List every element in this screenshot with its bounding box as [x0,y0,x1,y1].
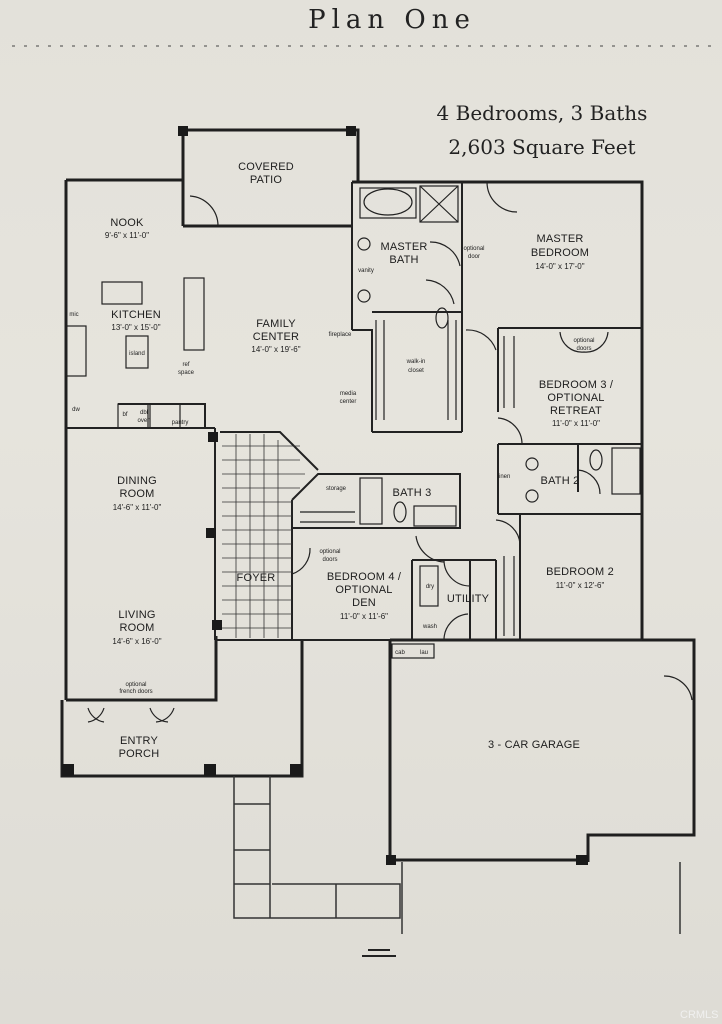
ref-space-note: ref [182,362,189,368]
fixtures [65,185,641,659]
walk-in-closet-label-2: closet [408,368,424,374]
covered-patio-label-2: PATIO [250,174,283,186]
bedroom3-label: BEDROOM 3 / [539,379,614,391]
plan-title: Plan One [308,5,476,35]
linen-label: linen [498,474,511,480]
optional-door-note-2: door [468,254,480,260]
living-room-label: LIVING [118,609,155,621]
entry-porch-label-2: PORCH [119,748,160,760]
watermark: CRMLS [680,1009,719,1021]
entry-porch-label: ENTRY [120,735,159,747]
storage-label: storage [326,486,347,492]
dryer-note: dry [426,584,434,590]
island-note: island [129,351,145,357]
bedroom4-label-3: DEN [352,597,376,609]
foyer-tile-grid [222,434,305,638]
walk-in-closet-label: walk-in [406,359,426,365]
french-doors-note-2: french doors [119,689,152,695]
ref-space-note-2: space [178,370,195,376]
bedroom2-dim: 11'-0" x 12'-6" [556,581,605,590]
bd3-optional-doors-note: optional [573,338,594,344]
master-bedroom-label-2: BEDROOM [531,247,589,259]
posts [62,126,588,865]
foyer-label: FOYER [237,572,276,584]
cabinet-note: cab [395,650,405,656]
bath2-label: BATH 2 [541,475,580,487]
bath3-label: BATH 3 [393,487,432,499]
bd4-optional-doors-note-2: doors [322,557,337,563]
nook-label: NOOK [110,217,144,229]
bd3-optional-doors-note-2: doors [576,346,591,352]
plan-square-feet: 2,603 Square Feet [448,135,635,159]
vanity-note: vanity [358,268,374,274]
media-center-note-2: center [340,399,357,405]
master-bath-label: MASTER [380,241,427,253]
laundry-sink-note: lau [420,650,428,656]
master-bedroom-dim: 14'-0" x 17'-0" [535,262,584,271]
fireplace-note: fireplace [329,332,352,338]
bedroom4-label: BEDROOM 4 / [327,571,402,583]
north-arrow [362,949,396,957]
nook-dim: 9'-6" x 11'-0" [105,231,149,240]
bedroom3-label-3: RETREAT [550,405,602,417]
family-center-dim: 14'-0" x 19'-6" [251,345,300,354]
media-center-note: media [340,391,357,397]
washer-note: wash [422,624,437,630]
bedroom4-dim: 11'-0" x 11'-6" [340,612,388,621]
dishwasher-note: dw [72,407,80,413]
dining-room-label: DINING [117,475,157,487]
master-bedroom-label: MASTER [536,233,583,245]
closet-shelving [300,320,515,636]
family-center-label: FAMILY [256,318,296,330]
living-room-label-2: ROOM [119,622,154,634]
double-oven-note: dbl [140,410,148,416]
bedroom3-label-2: OPTIONAL [547,392,604,404]
front-walk [233,776,681,934]
optional-door-note: optional [463,246,484,252]
dining-room-label-2: ROOM [119,488,154,500]
garage-label: 3 - CAR GARAGE [488,739,580,751]
exterior-walls [60,128,696,862]
dining-room-dim: 14'-6" x 11'-0" [113,503,162,512]
bf-note: bf [122,412,127,418]
covered-patio-label: COVERED [238,161,294,173]
family-center-label-2: CENTER [253,331,299,343]
kitchen-dim: 13'-0" x 15'-0" [111,323,160,332]
master-bath-label-2: BATH [389,254,418,266]
bd4-optional-doors-note: optional [319,549,340,555]
pantry-note: pantry [172,420,189,426]
french-doors-note: optional [125,682,146,688]
bedroom4-label-2: OPTIONAL [335,584,392,596]
bedroom3-dim: 11'-0" x 11'-0" [552,419,600,428]
door-swings [87,181,693,723]
bedroom2-label: BEDROOM 2 [546,566,614,578]
utility-label: UTILITY [447,593,490,605]
microwave-note: mic [69,312,78,318]
plan-bed-bath: 4 Bedrooms, 3 Baths [437,101,648,125]
living-room-dim: 14'-6" x 16'-0" [112,637,161,646]
kitchen-label: KITCHEN [111,309,161,321]
double-oven-note-2: oven [137,418,150,424]
